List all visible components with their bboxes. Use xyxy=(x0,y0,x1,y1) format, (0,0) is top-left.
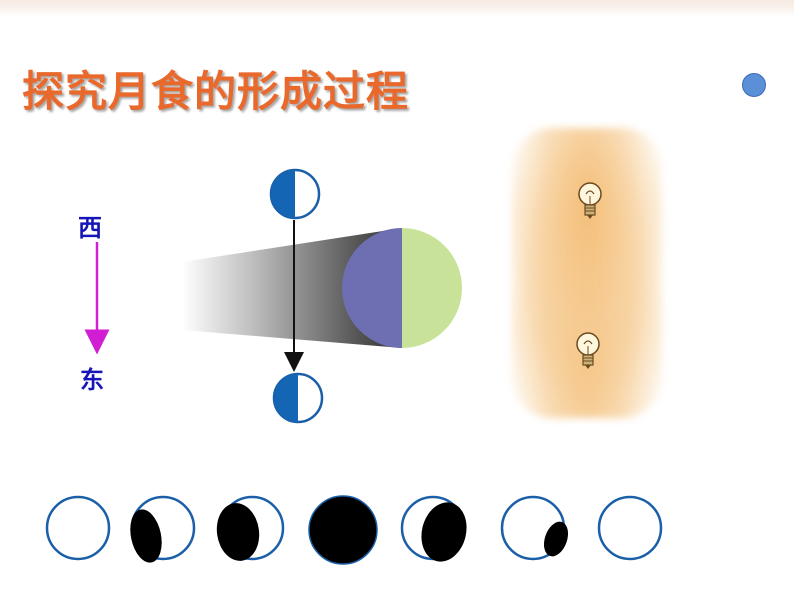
earth xyxy=(342,228,462,348)
east-label: 东 xyxy=(80,365,104,394)
earth-dark-side xyxy=(342,228,402,348)
phase-3-partial-deep xyxy=(216,495,285,561)
eclipse-shadow xyxy=(130,509,162,563)
moon-after-shadow xyxy=(272,372,324,424)
earth-lit-side xyxy=(402,228,462,348)
phase-7-after xyxy=(597,495,663,561)
phase-6-partial-ending xyxy=(500,495,569,561)
eclipse-shadow xyxy=(421,502,467,562)
eclipse-shadow xyxy=(216,503,260,561)
corner-dot xyxy=(742,73,766,97)
phase-4-total xyxy=(308,495,378,565)
light-bulb-icon xyxy=(578,182,602,219)
phase-5-partial-leaving xyxy=(400,495,467,562)
eclipse-shadow xyxy=(543,521,569,557)
west-label: 西 xyxy=(78,213,102,242)
light-bulb-icon xyxy=(576,332,600,369)
slide-title: 探究月食的形成过程 xyxy=(22,67,410,116)
phase-2-partial-entering xyxy=(130,495,196,563)
moon-before-shadow xyxy=(269,168,321,220)
light-glow xyxy=(512,128,662,418)
phase-1-before xyxy=(45,495,111,561)
earth-shadow-cone xyxy=(182,228,402,348)
top-decoration-bar xyxy=(0,0,794,16)
eclipse-shadow xyxy=(308,495,378,565)
